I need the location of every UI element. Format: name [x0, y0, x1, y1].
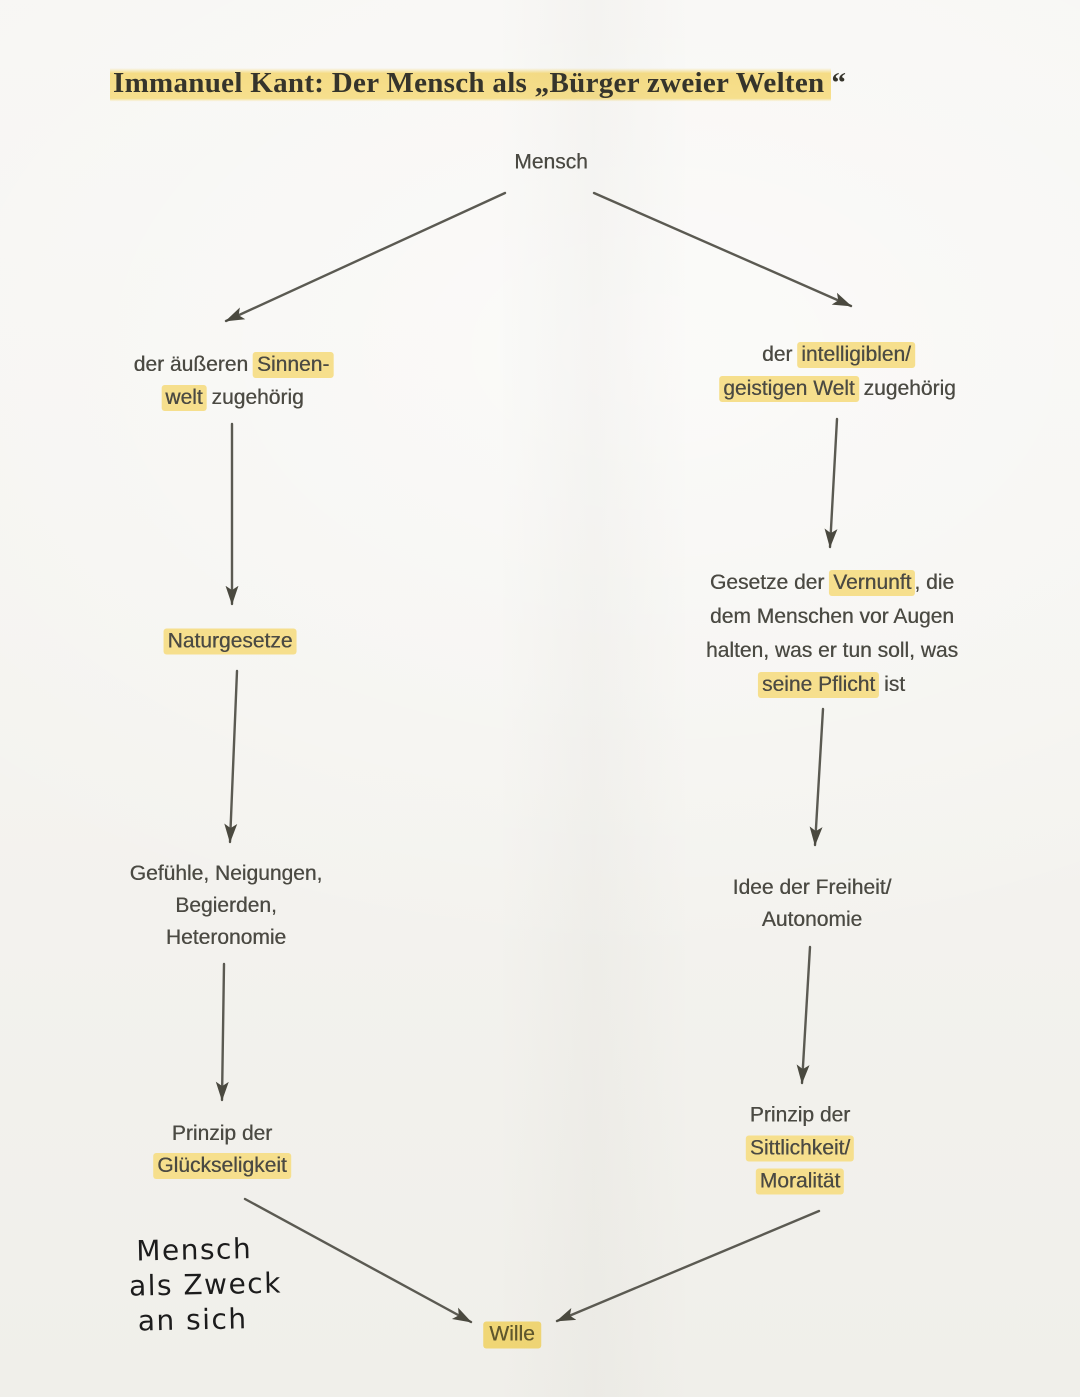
handwritten-line1: Mensch: [135, 1232, 253, 1268]
node-geistige-welt-line1: der intelligiblen/: [720, 338, 956, 372]
node-vernunft-line1: Gesetze der Vernunft, die: [709, 570, 955, 596]
page-title: Immanuel Kant: Der Mensch als „Bürger zw…: [110, 65, 847, 104]
handwritten-note: Mensch als Zweck an sich: [129, 1230, 283, 1338]
arrow-vernunft-to-freiheit: [809, 707, 825, 847]
node-vernunft-line4: seine Pflicht ist: [706, 668, 958, 702]
node-sinnenwelt: der äußeren Sinnen- welt zugehörig: [134, 348, 334, 414]
node-vernunft-line3: halten, was er tun soll, was: [705, 639, 959, 662]
node-mensch-label: Mensch: [514, 150, 588, 174]
node-vernunft-line2: dem Menschen vor Augen: [710, 605, 954, 628]
node-glueckseligkeit-line2: Glückseligkeit: [153, 1150, 291, 1182]
arrow-geistige-welt-to-vernunft: [824, 417, 839, 549]
title-highlight: Immanuel Kant: Der Mensch als „Bürger zw…: [110, 65, 832, 104]
node-naturgesetze: Naturgesetze: [163, 625, 297, 658]
node-sinnenwelt-line2: welt zugehörig: [134, 381, 333, 414]
highlight-glueckseligkeit: Glückseligkeit: [153, 1153, 291, 1179]
node-geistige-welt-line2: geistigen Welt zugehörig: [719, 372, 956, 406]
node-freiheit-line2: Autonomie: [761, 908, 863, 931]
highlight-sittlichkeit: Sittlichkeit/: [745, 1135, 855, 1162]
highlight-intelligiblen: intelligiblen/: [797, 342, 915, 368]
arrow-mensch-to-geistige-welt: [592, 191, 853, 308]
node-gefuehle-line2: Begierden,: [175, 894, 277, 917]
arrow-naturgesetze-to-gefuehle: [224, 669, 239, 844]
node-wille: Wille: [483, 1318, 541, 1351]
handwritten-line3: an sich: [137, 1302, 248, 1338]
node-gefuehle-line1: Gefühle, Neigungen,: [129, 862, 323, 885]
arrow-mensch-to-sinnenwelt: [224, 191, 507, 323]
highlight-geistigen-welt: geistigen Welt: [719, 376, 859, 402]
arrow-freiheit-to-sittlichkeit: [796, 945, 812, 1085]
node-sittlichkeit: Prinzip der Sittlichkeit/ Moralität: [745, 1099, 855, 1198]
highlight-vernunft: Vernunft: [829, 570, 916, 596]
node-gefuehle-line3: Heteronomie: [165, 926, 287, 949]
arrow-sittlichkeit-to-wille: [555, 1209, 821, 1323]
node-vernunft: Gesetze der Vernunft, die dem Menschen v…: [706, 566, 958, 702]
highlight-welt: welt: [161, 385, 207, 411]
node-sittlichkeit-line2: Sittlichkeit/: [745, 1132, 855, 1165]
node-glueckseligkeit-line1: Prinzip der: [171, 1122, 273, 1145]
arrow-gefuehle-to-glueckseligkeit: [215, 962, 229, 1102]
node-mensch: Mensch: [514, 146, 588, 179]
highlight-wille: Wille: [483, 1321, 541, 1349]
node-gefuehle: Gefühle, Neigungen, Begierden, Heteronom…: [130, 858, 323, 954]
node-freiheit: Idee der Freiheit/ Autonomie: [733, 872, 892, 936]
highlight-seine-pflicht: seine Pflicht: [757, 672, 880, 698]
node-sinnenwelt-line1: der äußeren Sinnen-: [134, 348, 334, 381]
node-sittlichkeit-line3: Moralität: [747, 1165, 853, 1198]
title-closing-quote: “: [831, 67, 847, 100]
arrow-glueckseligkeit-to-wille: [243, 1197, 473, 1324]
highlight-sinnen: Sinnen-: [252, 352, 334, 378]
node-freiheit-line1: Idee der Freiheit/: [732, 876, 892, 899]
highlight-moralitaet: Moralität: [755, 1168, 845, 1195]
node-sittlichkeit-line1: Prinzip der: [749, 1103, 851, 1127]
highlight-naturgesetze: Naturgesetze: [163, 628, 297, 655]
node-glueckseligkeit: Prinzip der Glückseligkeit: [153, 1118, 291, 1182]
node-geistige-welt: der intelligiblen/ geistigen Welt zugehö…: [719, 338, 956, 406]
handwritten-line2: als Zweck: [128, 1266, 283, 1303]
